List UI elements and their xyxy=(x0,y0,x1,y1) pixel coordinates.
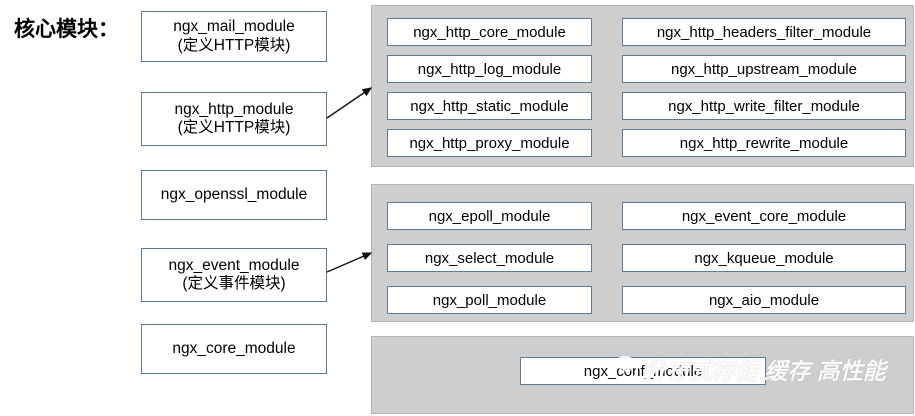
module-chip[interactable]: ngx_http_static_module xyxy=(387,92,592,120)
core-module-name: ngx_event_module xyxy=(168,256,300,274)
module-chip[interactable]: ngx_http_log_module xyxy=(387,55,592,83)
module-chip[interactable]: ngx_http_rewrite_module xyxy=(622,129,906,157)
core-module-note: (定义HTTP模块) xyxy=(177,119,291,136)
core-module-name: ngx_http_module xyxy=(174,100,294,118)
core-module-name: ngx_core_module xyxy=(172,339,296,357)
module-chip[interactable]: ngx_conf_module xyxy=(520,357,766,385)
module-chip[interactable]: ngx_select_module xyxy=(387,244,592,272)
module-chip[interactable]: ngx_aio_module xyxy=(622,286,906,314)
module-chip[interactable]: ngx_event_core_module xyxy=(622,202,906,230)
core-module-box[interactable]: ngx_http_module(定义HTTP模块) xyxy=(141,92,327,146)
module-chip[interactable]: ngx_poll_module xyxy=(387,286,592,314)
conf-module-group: ngx_conf_module xyxy=(371,336,914,414)
http-module-connector xyxy=(326,87,373,119)
diagram-heading: 核心模块： xyxy=(14,18,119,41)
core-module-box[interactable]: ngx_event_module(定义事件模块) xyxy=(141,248,327,302)
core-module-box[interactable]: ngx_openssl_module xyxy=(141,170,327,220)
module-chip[interactable]: ngx_http_headers_filter_module xyxy=(622,18,906,46)
module-chip[interactable]: ngx_http_upstream_module xyxy=(622,55,906,83)
event-module-connector xyxy=(326,252,373,273)
core-module-name: ngx_mail_module xyxy=(173,18,295,36)
module-chip[interactable]: ngx_http_write_filter_module xyxy=(622,92,906,120)
module-chip[interactable]: ngx_http_core_module xyxy=(387,18,592,46)
core-module-note: (定义HTTP模块) xyxy=(177,36,291,54)
core-module-note: (定义事件模块) xyxy=(182,275,286,292)
module-chip[interactable]: ngx_kqueue_module xyxy=(622,244,906,272)
core-module-box[interactable]: ngx_core_module xyxy=(141,324,327,374)
core-module-box[interactable]: ngx_mail_module(定义HTTP模块) xyxy=(141,11,327,62)
module-chip[interactable]: ngx_http_proxy_module xyxy=(387,129,592,157)
core-module-name: ngx_openssl_module xyxy=(160,185,308,203)
event-modules-group: ngx_epoll_module ngx_select_module ngx_pol… xyxy=(371,184,914,322)
module-chip[interactable]: ngx_epoll_module xyxy=(387,202,592,230)
